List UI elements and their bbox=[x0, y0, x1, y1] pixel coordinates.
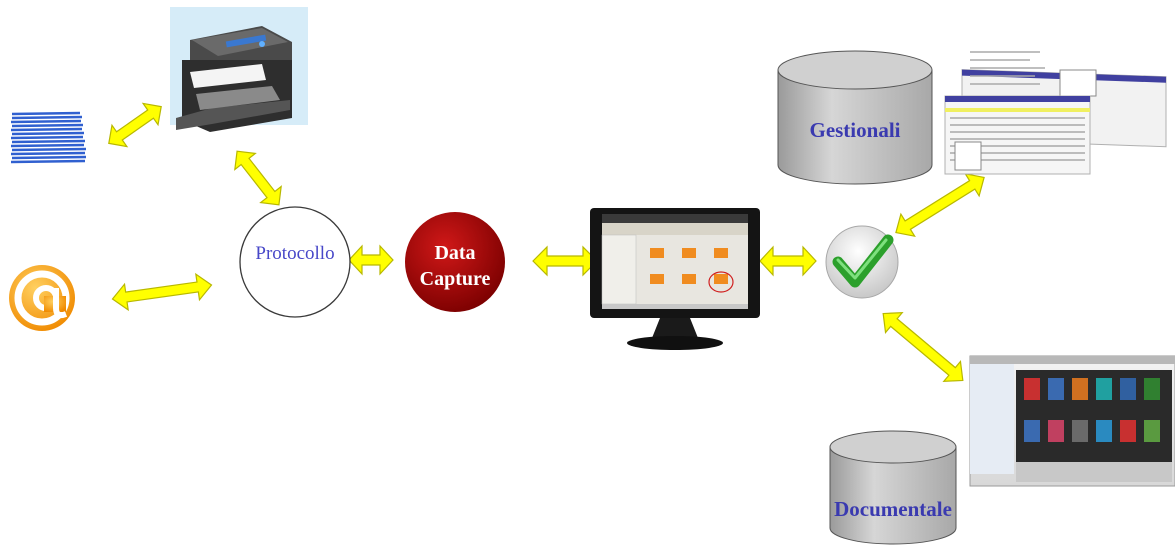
gestionali-cylinder bbox=[777, 50, 933, 185]
data-capture-label-line1: Data bbox=[434, 242, 476, 264]
data-capture-label: Data Capture bbox=[405, 240, 505, 292]
arrow-printer-protocollo bbox=[234, 150, 282, 206]
data-capture-node bbox=[405, 212, 505, 312]
check-icon bbox=[825, 225, 899, 299]
printer-icon bbox=[170, 7, 308, 132]
protocollo-node bbox=[239, 206, 351, 318]
documentale-screen-icon bbox=[969, 355, 1175, 487]
protocollo-label: Protocollo bbox=[255, 243, 335, 264]
arrow-monitor-check bbox=[759, 245, 817, 277]
monitor-icon bbox=[590, 208, 760, 350]
gestionali-screens-icon bbox=[944, 51, 1167, 175]
email-at-icon bbox=[9, 265, 75, 331]
arrows bbox=[108, 102, 985, 383]
documentale-label: Documentale bbox=[834, 497, 952, 521]
paper-stack-icon bbox=[10, 111, 87, 164]
data-capture-label-line2: Capture bbox=[419, 268, 491, 290]
arrow-check-documentale bbox=[882, 311, 964, 383]
gestionali-label: Gestionali bbox=[809, 118, 901, 142]
arrow-email-protocollo bbox=[111, 272, 213, 312]
arrow-check-gestionali bbox=[895, 172, 985, 238]
documentale-cylinder bbox=[829, 430, 957, 545]
arrow-datacapture-monitor bbox=[532, 245, 598, 277]
arrow-papers-printer bbox=[108, 102, 162, 148]
arrow-protocollo-datacapture bbox=[348, 244, 394, 276]
